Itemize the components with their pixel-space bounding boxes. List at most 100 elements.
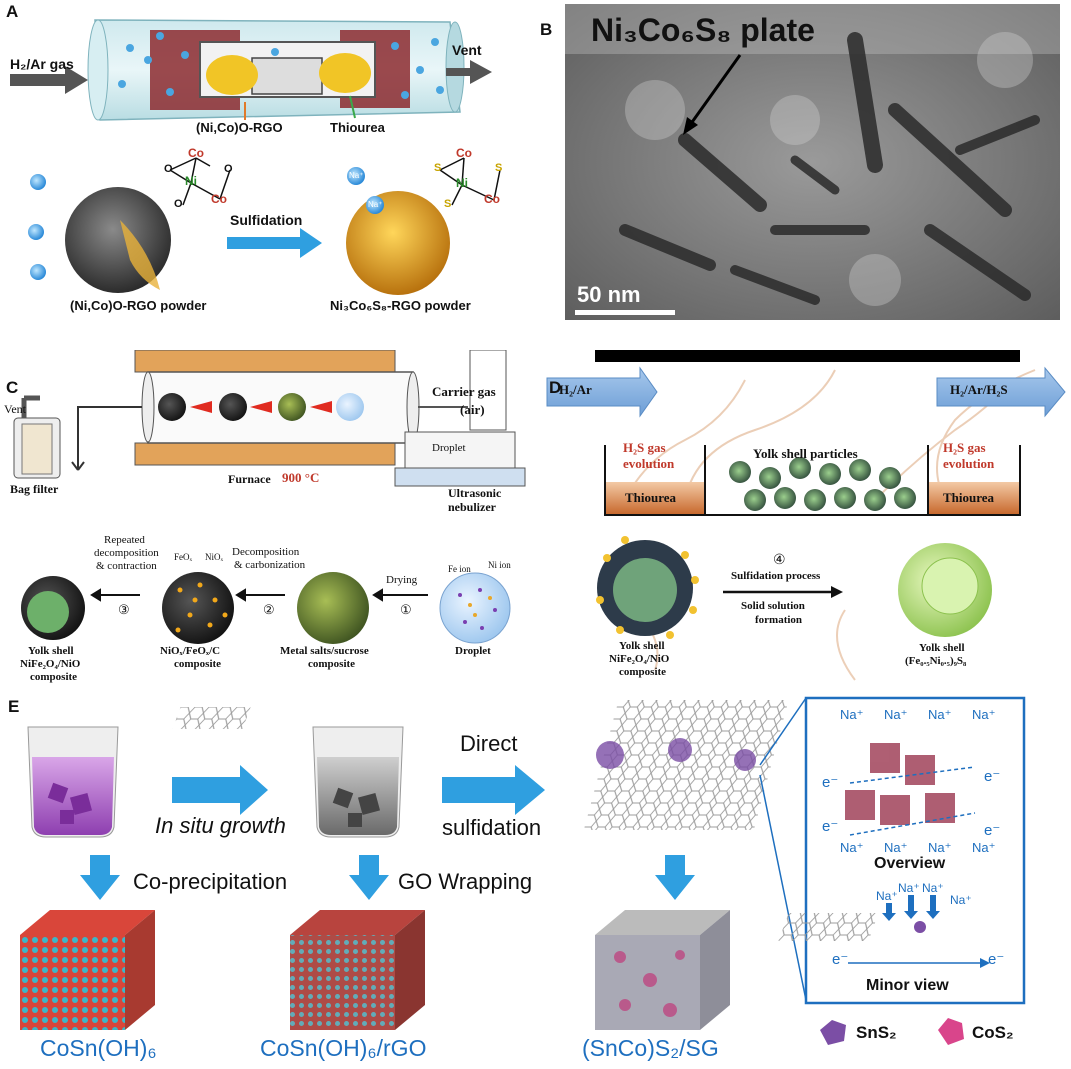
product-label: CoSn(OH)₆/rGO [260,1035,427,1061]
panel-e: E In situ growth Direct sulfidation Co-p… [0,695,1071,1069]
h2s-gas-label: H₂S gas [943,440,986,455]
step-label: Repeated [104,534,145,546]
coprecipitation-label: Co-precipitation [133,869,288,894]
atom-o-label: O [164,163,173,175]
step-label: Sulfidation process [731,570,821,582]
panel-c-label: C [6,378,19,397]
step-label: & contraction [96,560,157,572]
boat-left-label: (Ni,Co)O-RGO [196,120,283,135]
na-ion-label: Na⁺ [840,840,864,855]
tem-image [565,4,1060,320]
atom-s-label: S [434,162,442,174]
na-ion-label: Na⁺ [922,881,944,895]
legend-cos2-label: CoS₂ [972,1023,1014,1042]
atom-s-label: S [444,198,452,210]
step-label: & carbonization [234,559,306,571]
furnace-label: Furnace [228,472,271,486]
atom-co-label: Co [456,146,472,160]
product-label: Yolk shell [919,642,965,654]
boat-right-label: Thiourea [330,120,385,135]
direct-label: Direct [460,731,518,756]
step-label: formation [755,614,803,626]
product-label: composite [30,671,78,683]
gas-outlet-label: H₂/Ar/H₂S [950,382,1008,397]
vent-label: Vent [452,42,482,58]
panel-b-label: B [540,20,553,39]
h2s-gas-label: H₂S gas [623,440,666,455]
h2s-gas-label: evolution [943,456,995,471]
thiourea-label: Thiourea [943,490,995,505]
step-number: ② [263,602,275,617]
insitu-label: In situ growth [155,813,286,838]
atom-co-label: Co [211,192,227,206]
na-ion-label: Na⁺ [876,889,898,903]
panel-a-label: A [6,2,19,21]
atom-co-label: Co [188,146,204,160]
sulfidation-label: Sulfidation [230,212,303,228]
carrier-gas-label: Carrier gas [432,384,496,399]
product-label: Yolk shell [619,640,665,652]
bag-filter-label: Bag filter [10,482,59,496]
panel-e-label: E [8,697,20,716]
nebulizer-label: nebulizer [448,500,496,514]
panel-c-drawing [13,350,526,644]
product-label: composite [174,658,222,670]
panel-a: A H₂/Ar gas Vent (Ni,Co)O-RGO Thiourea S… [0,0,535,325]
product-label: Yolk shell [28,645,74,657]
na-ion-label: Na⁺ [972,840,996,855]
na-ion-label: Na⁺ [884,707,908,722]
product-label: CoSn(OH)₆ [40,1035,157,1061]
na-ion-label: Na⁺ [898,881,920,895]
carrier-air-label: (air) [460,402,485,417]
na-ion-label: Na⁺ [928,707,952,722]
thiourea-label: Thiourea [625,490,677,505]
na-ion-label: Na⁺ [950,893,972,907]
product-label: (Fe₀.₅Ni₀.₅)₉S₈ [905,655,967,667]
step-number: ① [400,602,412,617]
gas-inlet-label: H₂/Ar [559,382,592,397]
atom-co-label: Co [484,192,500,206]
atom-o-label: O [174,198,183,210]
electron-label: e⁻ [984,822,1001,839]
na-ion-label: Na⁺ [349,171,364,180]
gas-inlet-label: H₂/Ar gas [10,56,74,72]
panel-e-drawing [20,696,1026,1045]
step-label: Solid solution [741,600,805,612]
panel-d-label: D [549,378,562,397]
niox-label: NiOₓ [205,552,224,562]
fe-ion-label: Fe ion [448,564,471,574]
furnace-temp-label: 900 °C [282,470,320,485]
overview-label: Overview [874,855,946,872]
product-label: Metal salts/sucrose [280,645,369,657]
atom-ni-label: Ni [185,174,197,188]
step-number: ④ [773,553,786,568]
na-ion-label: Na⁺ [884,840,908,855]
nebulizer-label: Ultrasonic [448,486,502,500]
product-label: NiOₓ/FeOₓ/C [160,645,221,657]
product-label: NiFe₂O₄/NiO [20,658,81,670]
powder-left-label: (Ni,Co)O-RGO powder [70,298,207,313]
panel-d-drawing [546,350,1066,681]
panel-c: C Vent Carrier gas (air) Droplet Bag fil… [0,350,540,685]
atom-s-label: S [495,162,503,174]
na-ion-label: Na⁺ [928,840,952,855]
atom-o-label: O [224,163,233,175]
panel-a-drawing [10,19,501,295]
step-label: Drying [386,574,418,586]
yolk-particles-label: Yolk shell particles [753,446,858,461]
product-label: (SnCo)S₂/SG [582,1035,719,1061]
droplet-box-label: Droplet [432,442,466,454]
na-ion-label: Na⁺ [972,707,996,722]
product-label: composite [619,666,667,678]
feox-label: FeOₓ [174,552,193,562]
go-wrapping-label: GO Wrapping [398,869,533,894]
electron-label: e⁻ [832,951,849,968]
na-ion-label: Na⁺ [840,707,864,722]
product-label: NiFe₂O₄/NiO [609,653,670,665]
step-label: Decomposition [232,546,300,558]
tem-title: Ni₃Co₆S₈ plate [591,12,815,48]
panel-b: B Ni₃Co₆S₈ plate 50 nm [535,0,1071,325]
step-label: decomposition [94,547,159,559]
panel-d: D H₂/Ar H₂/Ar/H₂S H₂S gas evolution H₂S … [545,350,1071,685]
legend-sns2-label: SnS₂ [856,1023,897,1042]
